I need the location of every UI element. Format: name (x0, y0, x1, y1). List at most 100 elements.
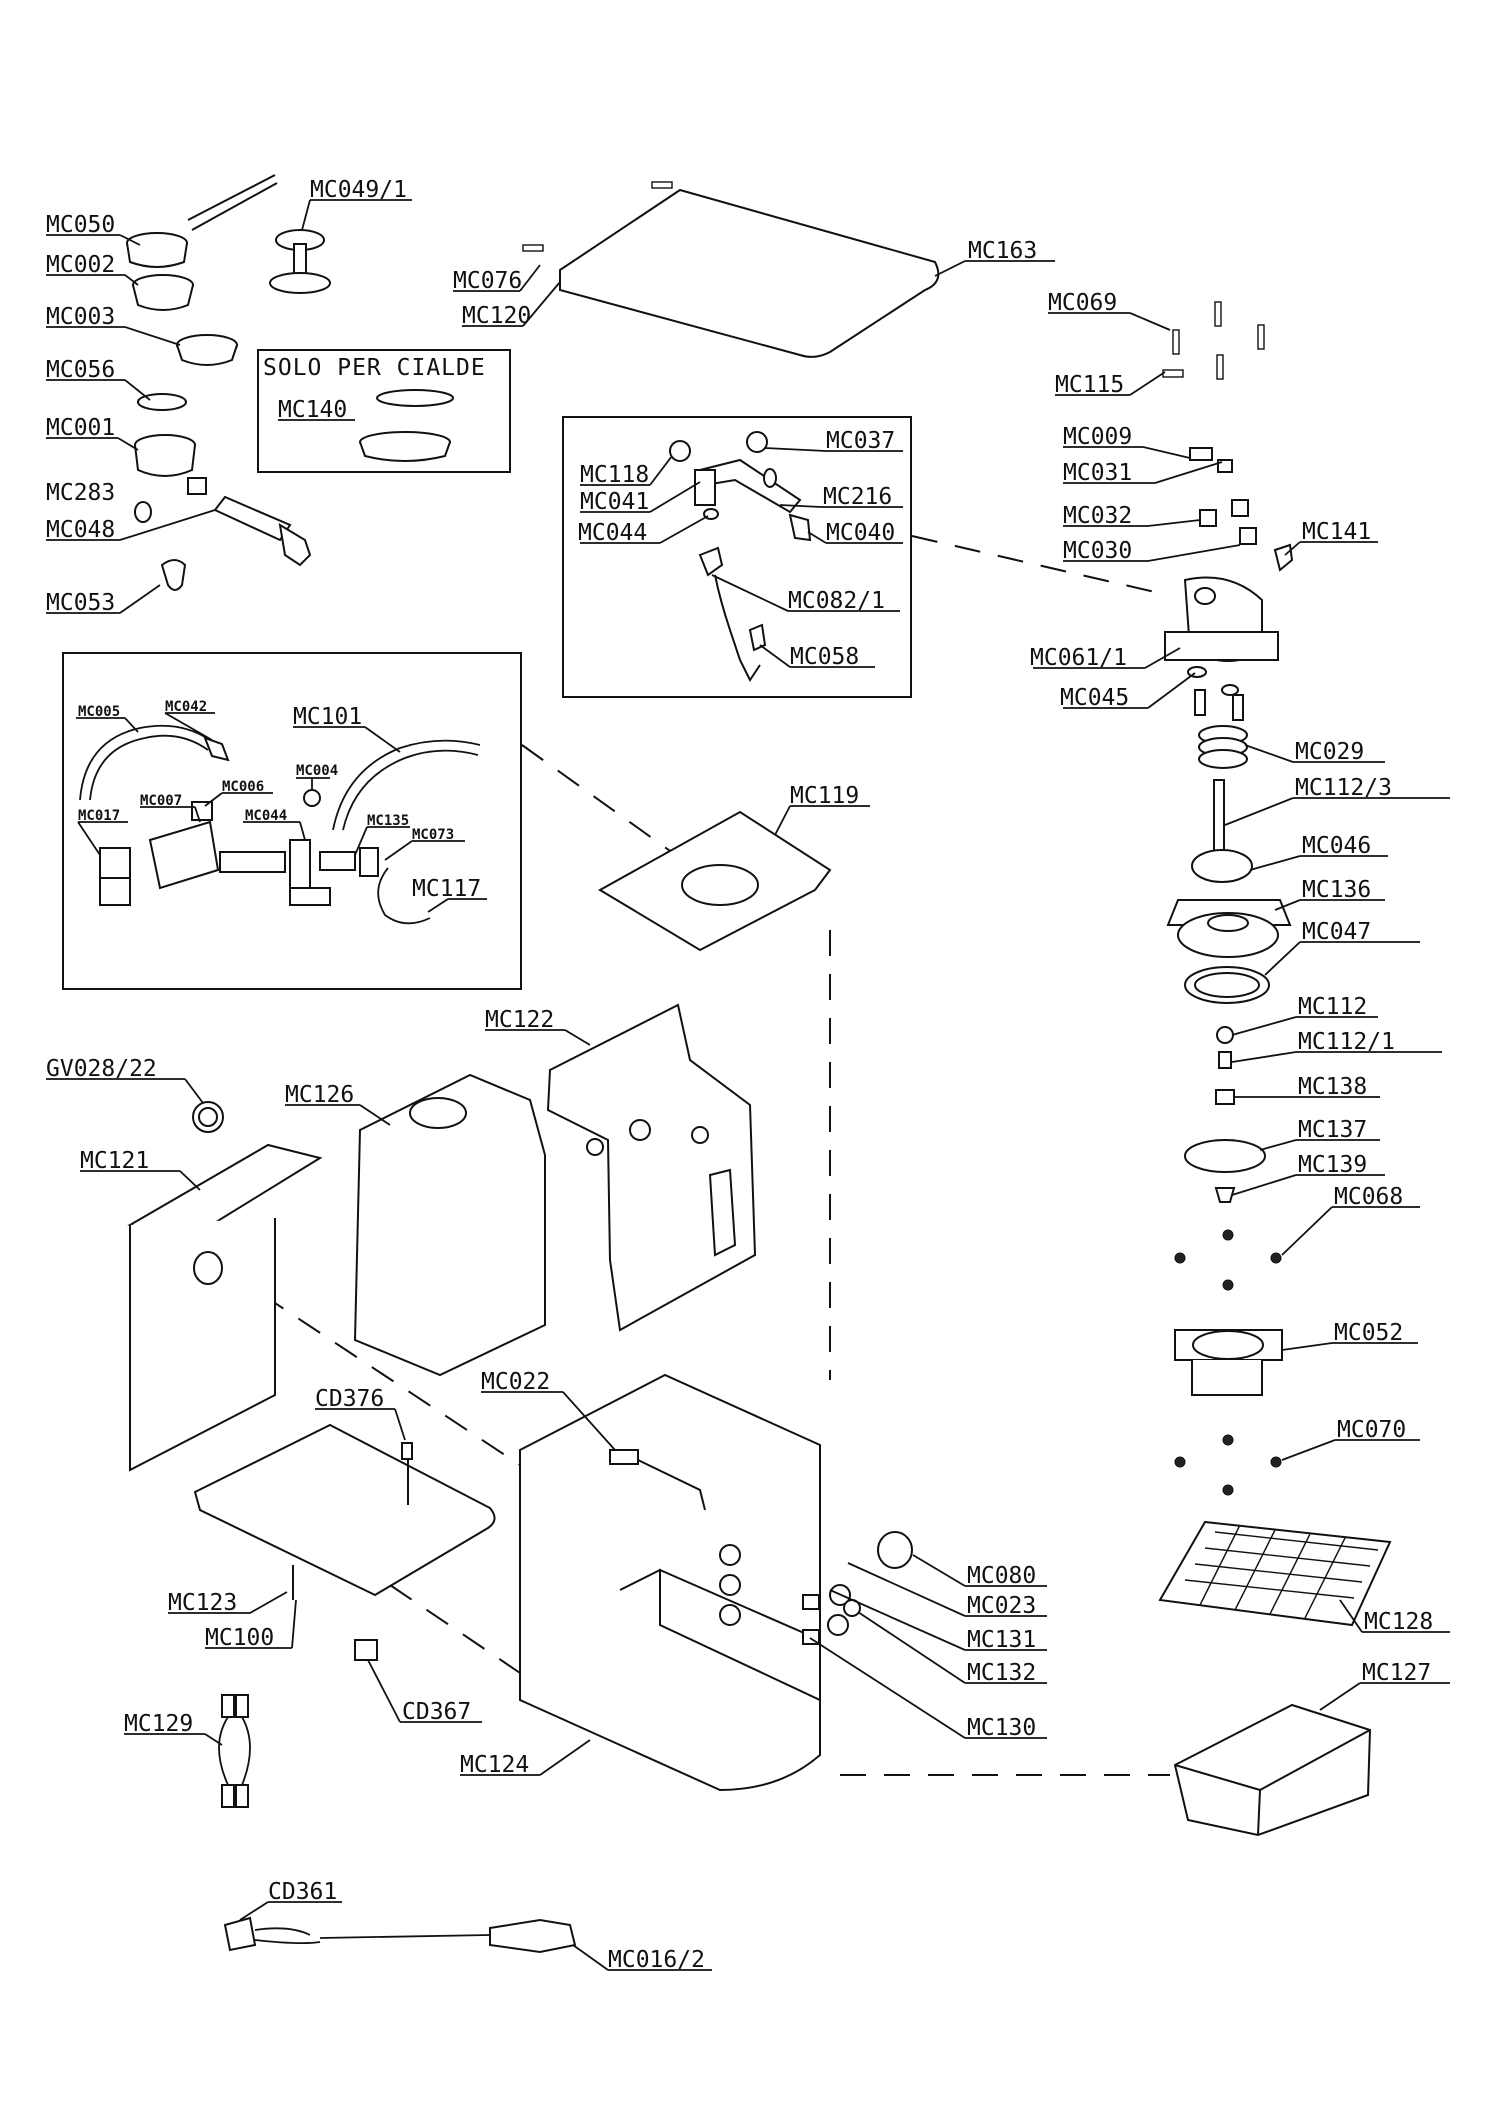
label-mc080: MC080 (967, 1563, 1036, 1589)
label-mc022: MC022 (481, 1369, 550, 1395)
mc049-1-tamper (269, 229, 331, 294)
cialde-box-title: SOLO PER CIALDE (263, 355, 486, 381)
label-mc048: MC048 (46, 517, 115, 543)
label-mc100: MC100 (205, 1625, 274, 1651)
label-mc050: MC050 (46, 212, 115, 238)
cialde-box (257, 349, 511, 473)
label-mc121: MC121 (80, 1148, 149, 1174)
shower-parts (1174, 1026, 1282, 1291)
mc163-cover (522, 181, 940, 358)
label-mc117: MC117 (412, 876, 481, 902)
label-mc112-3: MC112/3 (1295, 775, 1392, 801)
label-mc070: MC070 (1337, 1417, 1406, 1443)
label-mc073: MC073 (412, 827, 454, 843)
mc119-support-plate (598, 810, 832, 952)
label-mc082-1: MC082/1 (788, 588, 885, 614)
label-mc141: MC141 (1302, 519, 1371, 545)
label-mc130: MC130 (967, 1715, 1036, 1741)
pump-assembly (79, 724, 481, 925)
label-cd367: CD367 (402, 1699, 471, 1725)
label-mc129: MC129 (124, 1711, 193, 1737)
label-mc123: MC123 (168, 1590, 237, 1616)
label-mc122: MC122 (485, 1007, 554, 1033)
label-mc216: MC216 (823, 484, 892, 510)
label-mc032: MC032 (1063, 503, 1132, 529)
label-cd376: CD376 (315, 1386, 384, 1412)
mc129-wiring (218, 1694, 251, 1808)
label-mc029: MC029 (1295, 739, 1364, 765)
label-mc131: MC131 (967, 1627, 1036, 1653)
mc126-water-tank (353, 1073, 546, 1377)
valve-box (562, 416, 912, 698)
label-gv028-22: GV028/22 (46, 1056, 157, 1082)
label-mc052: MC052 (1334, 1320, 1403, 1346)
mc046-gasket (1191, 849, 1253, 883)
label-mc037: MC037 (826, 428, 895, 454)
label-mc047: MC047 (1302, 919, 1371, 945)
mc124-main-body (519, 1373, 821, 1792)
mc003-filter-basket (176, 334, 238, 366)
mc050-measuring-spoon (126, 174, 278, 268)
label-mc112: MC112 (1298, 994, 1367, 1020)
mc283-ring (134, 501, 152, 523)
label-mc101: MC101 (293, 704, 362, 730)
label-mc163: MC163 (968, 238, 1037, 264)
label-mc053: MC053 (46, 590, 115, 616)
label-mc140: MC140 (278, 397, 347, 423)
label-mc126: MC126 (285, 1082, 354, 1108)
label-mc042: MC042 (165, 699, 207, 715)
label-mc017: MC017 (78, 808, 120, 824)
label-mc031: MC031 (1063, 460, 1132, 486)
label-mc139: MC139 (1298, 1152, 1367, 1178)
mc052-drip-funnel (1174, 1329, 1283, 1496)
label-mc283: MC283 (46, 480, 115, 506)
label-mc045: MC045 (1060, 685, 1129, 711)
label-mc041: MC041 (580, 489, 649, 515)
label-mc124: MC124 (460, 1752, 529, 1778)
mc069-screws (1162, 301, 1265, 380)
label-mc112-1: MC112/1 (1298, 1029, 1395, 1055)
boiler-parts (1164, 447, 1294, 696)
label-mc009: MC009 (1063, 424, 1132, 450)
mc056-gasket (137, 393, 187, 411)
mc001-portafilter (134, 434, 312, 567)
mc123-base-plate (193, 1423, 496, 1661)
label-mc068: MC068 (1334, 1184, 1403, 1210)
label-mc127: MC127 (1362, 1660, 1431, 1686)
label-mc002: MC002 (46, 252, 115, 278)
mc127-drip-tray (1173, 1703, 1372, 1837)
label-mc056: MC056 (46, 357, 115, 383)
leader-lines (46, 199, 1450, 1971)
label-mc135: MC135 (367, 813, 409, 829)
label-mc006: MC006 (222, 779, 264, 795)
mc112-3-rod (1213, 779, 1225, 861)
label-mc004: MC004 (296, 763, 338, 779)
label-mc132: MC132 (967, 1660, 1036, 1686)
label-mc058: MC058 (790, 644, 859, 670)
label-mc061-1: MC061/1 (1030, 645, 1127, 671)
label-mc136: MC136 (1302, 877, 1371, 903)
mc047-gasket (1184, 966, 1270, 1004)
label-mc115: MC115 (1055, 372, 1124, 398)
mc029-heating-element (1194, 689, 1248, 769)
gv028-22-gasket (192, 1101, 224, 1133)
label-mc030: MC030 (1063, 538, 1132, 564)
label-mc040: MC040 (826, 520, 895, 546)
mc128-drip-grid (1158, 1520, 1392, 1627)
mc053-clip (160, 559, 187, 591)
mc136-group-head (1166, 899, 1292, 958)
mc140-pod-holder (359, 389, 454, 462)
label-mc137: MC137 (1298, 1117, 1367, 1143)
label-mc044-pump: MC044 (245, 808, 287, 824)
label-mc005: MC005 (78, 704, 120, 720)
label-cd361: CD361 (268, 1879, 337, 1905)
label-mc023: MC023 (967, 1593, 1036, 1619)
label-mc044: MC044 (578, 520, 647, 546)
label-mc016-2: MC016/2 (608, 1947, 705, 1973)
pump-box (62, 652, 522, 990)
label-mc076: MC076 (453, 268, 522, 294)
label-mc046: MC046 (1302, 833, 1371, 859)
label-mc007: MC007 (140, 793, 182, 809)
label-mc003: MC003 (46, 304, 115, 330)
